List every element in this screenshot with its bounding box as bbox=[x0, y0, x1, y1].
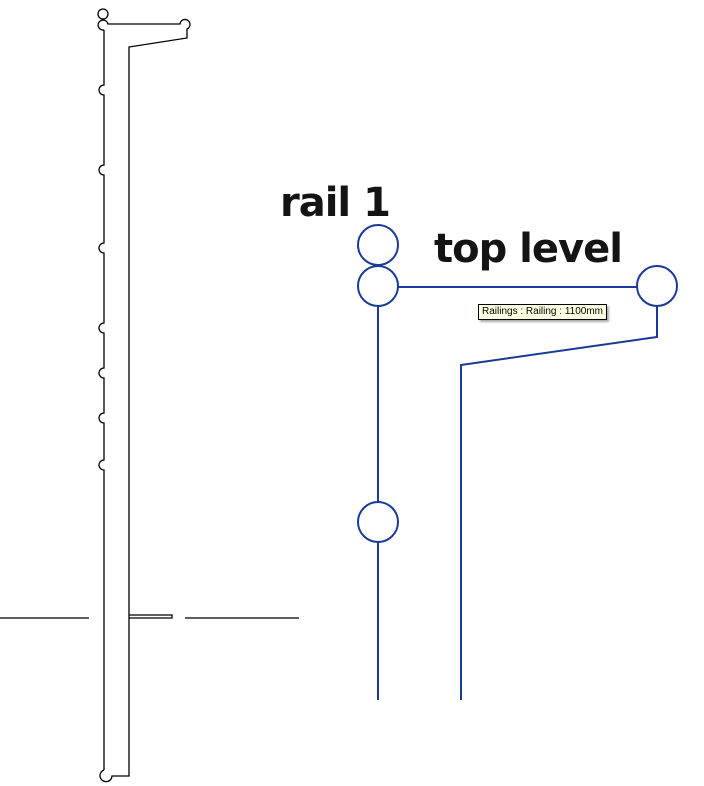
element-tooltip: Railings : Railing : 1100mm bbox=[478, 304, 607, 320]
rail-circle-lower bbox=[357, 501, 399, 543]
top-level-annotation: top level bbox=[434, 226, 623, 272]
rail-1-annotation: rail 1 bbox=[280, 180, 391, 226]
rail-circle-top bbox=[357, 224, 399, 266]
railing-profile-section[interactable] bbox=[97, 8, 191, 783]
rail-circle bbox=[357, 265, 399, 307]
selected-railing[interactable] bbox=[357, 224, 678, 700]
rail-circle-right bbox=[636, 265, 678, 307]
